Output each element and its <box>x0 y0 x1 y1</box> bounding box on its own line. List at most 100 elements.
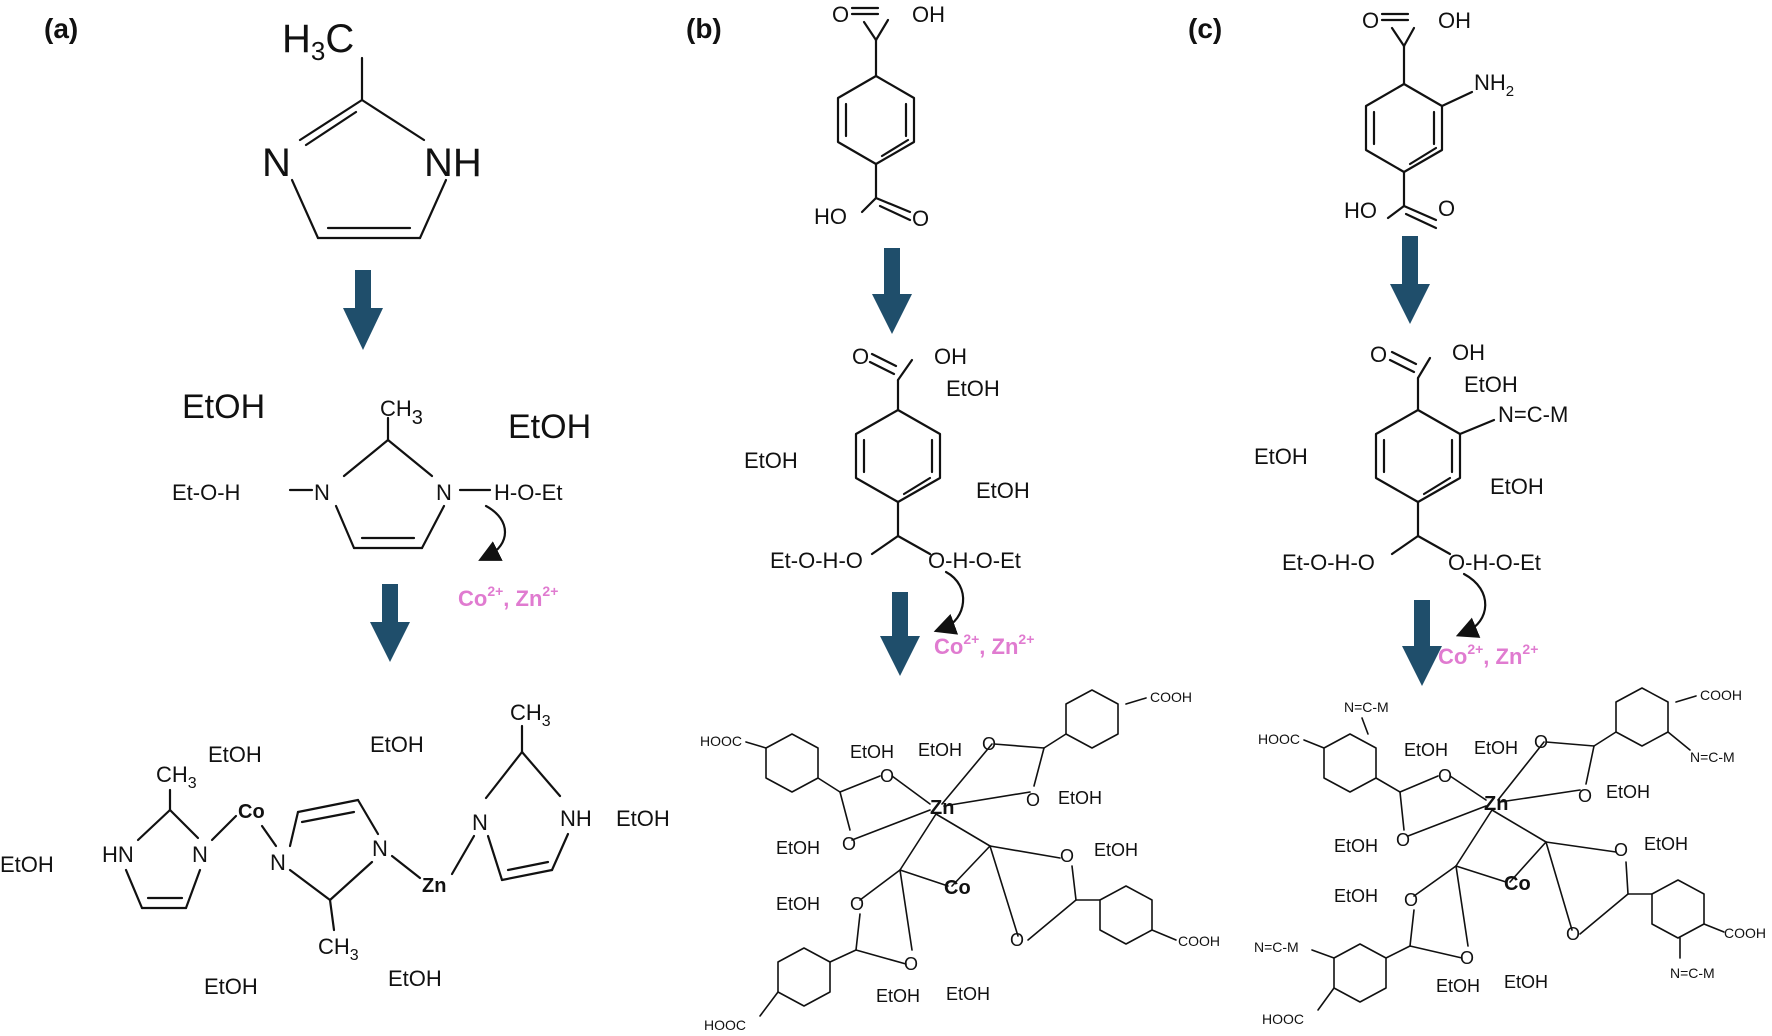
svg-text:O: O <box>1438 766 1452 786</box>
svg-text:O: O <box>982 734 996 754</box>
svg-text:N=C-M: N=C-M <box>1670 965 1715 981</box>
svg-text:O-H-O-Et: O-H-O-Et <box>928 548 1021 573</box>
svg-text:EtOH: EtOH <box>744 448 798 473</box>
svg-text:EtOH: EtOH <box>876 986 920 1006</box>
svg-text:NH: NH <box>560 806 592 831</box>
svg-text:HOOC: HOOC <box>1262 1011 1304 1027</box>
svg-text:H3C: H3C <box>282 17 354 66</box>
svg-text:HO: HO <box>1344 198 1377 223</box>
reaction-arrow-c1 <box>1390 236 1430 324</box>
svg-text:HOOC: HOOC <box>1258 731 1300 747</box>
svg-text:O: O <box>1460 948 1474 968</box>
panel-b: O OH HO O O OH <box>700 2 1220 1033</box>
svg-text:O: O <box>1362 8 1379 33</box>
svg-text:O: O <box>904 954 918 974</box>
svg-text:CH3: CH3 <box>318 934 359 964</box>
svg-text:N=C-M: N=C-M <box>1498 402 1568 427</box>
reaction-arrow-a2 <box>370 584 410 662</box>
svg-text:HO: HO <box>814 204 847 229</box>
svg-text:EtOH: EtOH <box>946 984 990 1004</box>
svg-text:OH: OH <box>1438 8 1471 33</box>
svg-text:NH: NH <box>424 141 482 185</box>
svg-text:OH: OH <box>912 2 945 27</box>
svg-text:EtOH: EtOH <box>1606 782 1650 802</box>
svg-text:N: N <box>262 141 291 185</box>
svg-text:EtOH: EtOH <box>1464 372 1518 397</box>
svg-text:O: O <box>1396 830 1410 850</box>
mof-nh2bdc-product-structure: N=C-M HOOC O O EtOH EtOH EtOH EtOH EtOH … <box>1254 687 1766 1027</box>
svg-text:EtOH: EtOH <box>946 376 1000 401</box>
svg-text:O: O <box>1566 924 1580 944</box>
svg-text:EtOH: EtOH <box>1504 972 1548 992</box>
svg-text:O: O <box>1578 786 1592 806</box>
svg-text:EtOH: EtOH <box>1094 840 1138 860</box>
svg-text:Co: Co <box>238 801 265 823</box>
svg-text:EtOH: EtOH <box>1436 976 1480 996</box>
svg-text:O: O <box>1534 732 1548 752</box>
svg-text:EtOH: EtOH <box>0 852 54 877</box>
svg-text:O: O <box>1614 840 1628 860</box>
zif-product-structure: EtOH EtOH EtOH EtOH EtOH EtOH CH3 HN N C… <box>0 700 670 999</box>
svg-text:H-O-Et: H-O-Et <box>494 480 562 505</box>
svg-text:Zn: Zn <box>1484 793 1508 815</box>
svg-text:NH2: NH2 <box>1474 70 1514 100</box>
svg-text:O: O <box>832 2 849 27</box>
terephthalate-ethanol-intermediate: O OH EtOH EtOH EtOH Et-O-H-O O-H-O-Et Co… <box>744 344 1034 659</box>
svg-text:EtOH: EtOH <box>388 966 442 991</box>
svg-text:OH: OH <box>1452 340 1485 365</box>
svg-text:O: O <box>1060 846 1074 866</box>
aminoterephthalic-acid-structure: O OH NH2 HO O <box>1344 8 1514 230</box>
svg-text:N: N <box>270 850 286 875</box>
svg-text:EtOH: EtOH <box>1490 474 1544 499</box>
svg-text:EtOH: EtOH <box>182 388 265 426</box>
svg-text:N: N <box>314 480 330 505</box>
svg-text:O: O <box>1438 196 1455 221</box>
svg-text:Co: Co <box>1504 873 1531 895</box>
svg-text:OH: OH <box>934 344 967 369</box>
svg-text:N: N <box>472 810 488 835</box>
panel-c: O OH NH2 HO O O OH <box>1254 8 1766 1027</box>
svg-text:EtOH: EtOH <box>776 894 820 914</box>
svg-text:O: O <box>1370 342 1387 367</box>
svg-text:EtOH: EtOH <box>616 806 670 831</box>
svg-text:EtOH: EtOH <box>776 838 820 858</box>
svg-text:O: O <box>852 344 869 369</box>
svg-text:N: N <box>192 842 208 867</box>
svg-text:O: O <box>1010 930 1024 950</box>
svg-text:COOH: COOH <box>1150 689 1192 705</box>
svg-text:EtOH: EtOH <box>204 974 258 999</box>
svg-text:HN: HN <box>102 842 134 867</box>
mof-bdc-product-structure: HOOC O O EtOH EtOH EtOH EtOH EtOH EtOH E… <box>700 689 1220 1033</box>
svg-text:O: O <box>912 206 929 231</box>
panel-label-b: (b) <box>686 13 722 44</box>
svg-text:EtOH: EtOH <box>1474 738 1518 758</box>
svg-text:O: O <box>842 834 856 854</box>
panel-label-a: (a) <box>44 13 78 44</box>
svg-text:EtOH: EtOH <box>1644 834 1688 854</box>
svg-text:Zn: Zn <box>422 875 446 897</box>
svg-text:EtOH: EtOH <box>508 408 591 446</box>
svg-text:Et-O-H-O: Et-O-H-O <box>1282 550 1375 575</box>
svg-text:EtOH: EtOH <box>1334 836 1378 856</box>
svg-text:EtOH: EtOH <box>208 742 262 767</box>
svg-text:O: O <box>850 894 864 914</box>
svg-text:EtOH: EtOH <box>1058 788 1102 808</box>
svg-text:COOH: COOH <box>1700 687 1742 703</box>
svg-text:Co2+, Zn2+: Co2+, Zn2+ <box>458 583 558 611</box>
svg-text:O-H-O-Et: O-H-O-Et <box>1448 550 1541 575</box>
aminoterephthalate-ethanol-intermediate: O OH EtOH EtOH EtOH N=C-M Et-O-H-O O-H-O… <box>1254 340 1568 669</box>
svg-text:N: N <box>372 836 388 861</box>
svg-text:EtOH: EtOH <box>850 742 894 762</box>
svg-text:EtOH: EtOH <box>918 740 962 760</box>
svg-text:CH3: CH3 <box>156 762 197 792</box>
svg-text:N: N <box>436 480 452 505</box>
methylimidazole-structure: H3C N NH <box>262 17 482 240</box>
panel-label-c: (c) <box>1188 13 1222 44</box>
svg-text:HOOC: HOOC <box>700 733 742 749</box>
svg-text:Co2+, Zn2+: Co2+, Zn2+ <box>1438 641 1538 669</box>
svg-text:EtOH: EtOH <box>976 478 1030 503</box>
reaction-arrow-b2 <box>880 592 920 676</box>
svg-text:CH3: CH3 <box>380 396 423 429</box>
svg-text:O: O <box>1404 890 1418 910</box>
